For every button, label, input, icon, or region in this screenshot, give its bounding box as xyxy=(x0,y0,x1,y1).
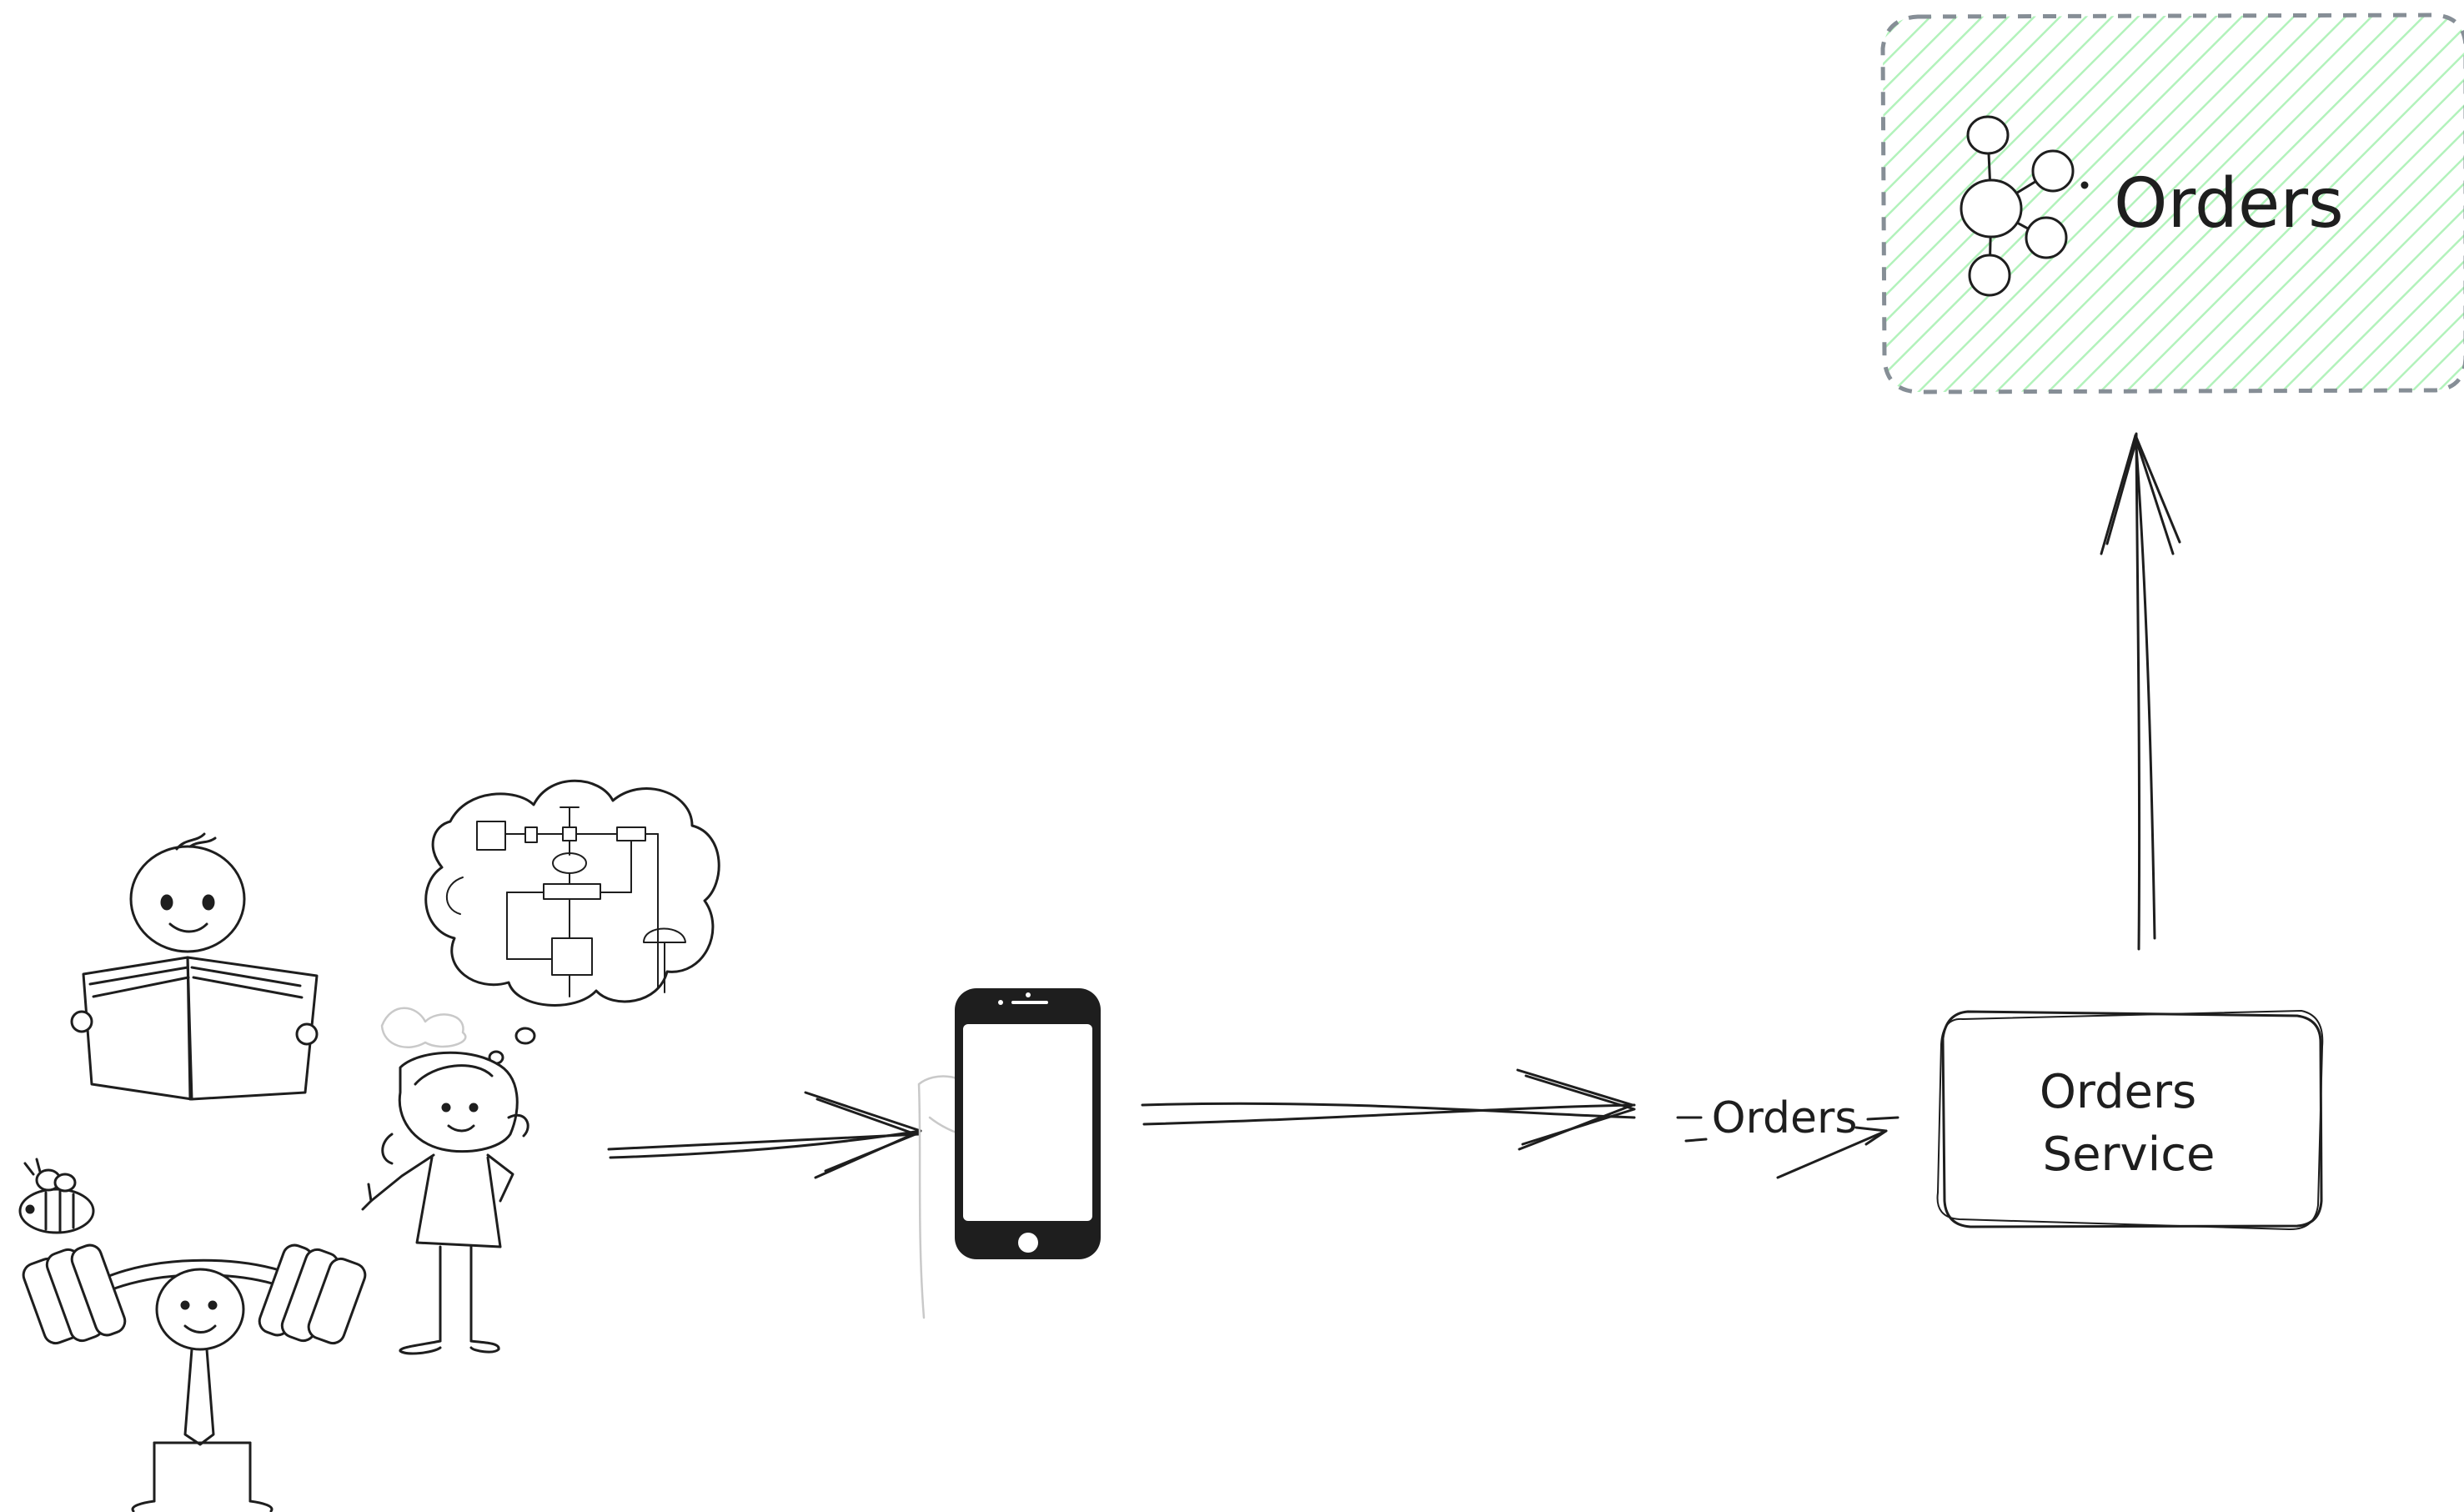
bee-figure xyxy=(18,1158,95,1234)
kafka-topic-icon xyxy=(1960,115,2089,297)
girl-figure xyxy=(361,1051,529,1355)
stick-figure-people-icon xyxy=(18,779,720,1512)
kafka-topic-node[interactable]: Orders xyxy=(1880,13,2464,394)
orders-service-label-line1: Orders xyxy=(2040,1065,2196,1119)
arrow-phone-to-service-label: Orders xyxy=(1712,1093,1858,1143)
weightlifter-figure xyxy=(22,1243,367,1512)
orders-service-label-line2: Service xyxy=(2043,1128,2216,1182)
smartphone-icon[interactable] xyxy=(955,988,1101,1259)
arrow-users-to-phone xyxy=(607,1091,922,1179)
orders-service-node[interactable]: Orders Service xyxy=(1936,1010,2324,1231)
arrow-service-to-topic xyxy=(2100,432,2181,951)
reading-man-figure xyxy=(70,832,319,1101)
arrow-phone-to-service xyxy=(1141,1068,1899,1179)
thought-bubble xyxy=(424,779,720,1065)
kafka-topic-label: Orders xyxy=(2114,164,2344,244)
